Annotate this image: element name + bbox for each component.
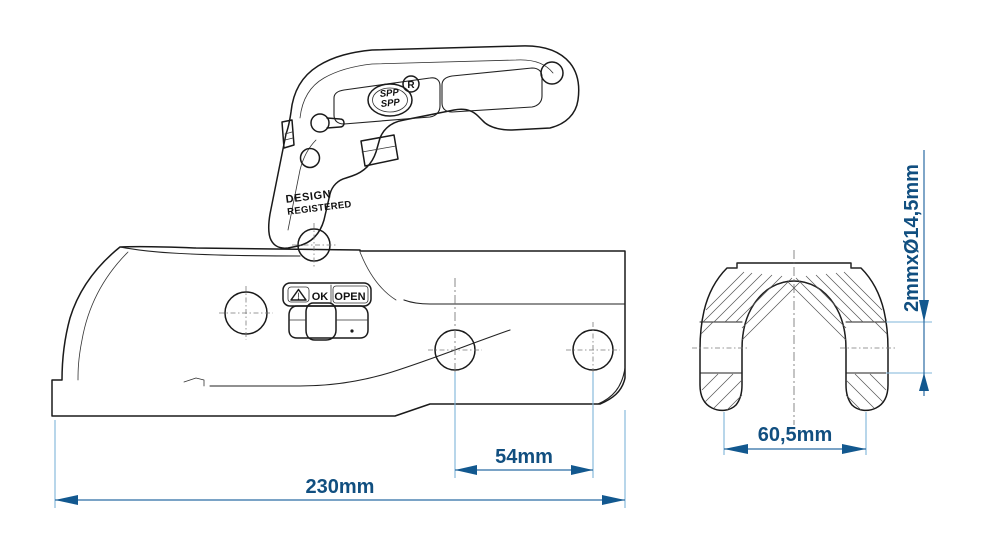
open-cell [332, 285, 369, 304]
handle-narrow-slot [281, 119, 295, 149]
badge-panel-left [333, 77, 441, 125]
indicator-button-housing [288, 305, 369, 339]
right-shoulder-radius [597, 367, 626, 405]
handle-release-tab-line [361, 145, 397, 153]
spp-logo-text: SPP [379, 87, 400, 100]
warning-exclamation-dot [297, 298, 300, 300]
warning-cell [287, 286, 310, 303]
dim-arrow-230-right [602, 495, 625, 505]
dim-arrow-605-right [842, 444, 866, 454]
status-ok-text: OK [312, 291, 329, 303]
section-hatch-right [787, 271, 888, 341]
section-view-group [692, 250, 896, 425]
dim-text-230: 230mm [306, 476, 375, 498]
section-right-step [850, 262, 862, 269]
registered-symbol-glyph: R [407, 80, 415, 91]
dim-arrow-54-left [455, 465, 477, 475]
body-lower-flange [209, 329, 511, 387]
indicator-button-dot [350, 329, 354, 333]
status-open-text: OPEN [334, 291, 365, 303]
handle-slot-inner-line-1 [284, 131, 293, 135]
handle-keyhole-circle [310, 113, 330, 133]
section-hatch-right-foot [845, 373, 887, 411]
warning-triangle-icon [290, 288, 307, 301]
handle-lower-contour [287, 139, 317, 231]
registered-symbol-circle [402, 75, 420, 93]
dim-arrow-230-left [55, 495, 78, 505]
nose-inner-curve [77, 251, 129, 381]
dim-arrow-605-left [724, 444, 748, 454]
latch-guide-line [359, 251, 397, 301]
dim-arrow-bolt-top [919, 300, 929, 322]
section-hatch-left [700, 271, 801, 341]
handle-lever-outline [267, 45, 580, 249]
dimensions-group: 230mm 54mm 60,5mm 2mmxØ14,5mm [54, 150, 932, 508]
section-left-step [726, 262, 738, 269]
spp-logo-ellipse-inner [372, 87, 408, 113]
body-interior-ledge [403, 299, 626, 305]
handle-slot-inner-line-2 [284, 137, 294, 141]
dim-text-54: 54mm [495, 446, 553, 468]
dim-arrow-bolt-bottom [919, 373, 929, 391]
dim-text-bolt: 2mmxØ14,5mm [901, 164, 923, 312]
indicator-button-plunger [305, 302, 337, 341]
handle-inner-contour [299, 59, 554, 119]
body-upper-contour [119, 246, 301, 257]
spp-logo-ellipse-outer [367, 83, 413, 117]
dim-text-605: 60,5mm [758, 424, 833, 446]
handle-keyhole-slot [326, 117, 345, 129]
handle-pin-hole [540, 61, 564, 85]
dim-arrow-54-right [571, 465, 593, 475]
spp-logo-text-lower: SPP [380, 97, 401, 110]
section-hatch-left-foot [701, 373, 743, 411]
coupling-body-outline [51, 245, 626, 417]
handle-lower-hole [299, 147, 321, 169]
design-text: DESIGN [285, 188, 332, 205]
lower-lip-tab [183, 377, 205, 387]
handle-release-tab [360, 134, 399, 167]
side-view-group: SPP SPP R DESIGN REGISTERED [51, 45, 626, 417]
